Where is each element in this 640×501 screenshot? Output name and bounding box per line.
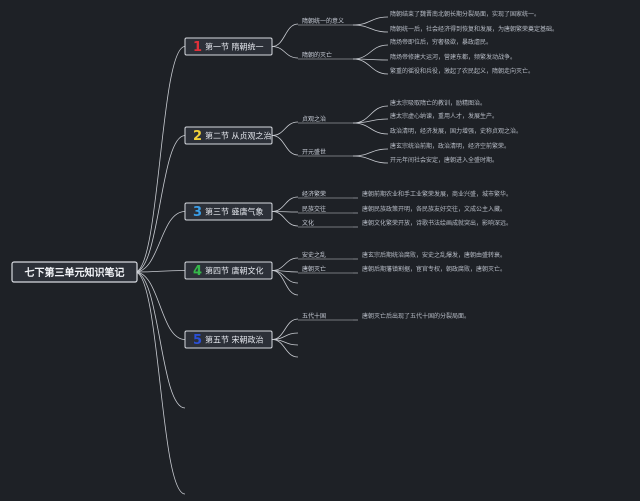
topic-3-branch-1-leaf-1: 唐朝前期农业和手工业繁荣发展，商业兴盛，城市繁华。: [362, 190, 512, 198]
topic-1-branch-2-leaf-3: 繁重的徭役和兵役，激起了农民起义，隋朝走向灭亡。: [390, 67, 534, 75]
topic-1-branch-1-label: 隋朝统一的意义: [302, 17, 344, 25]
topic-3-branch-1-label: 经济繁荣: [302, 190, 326, 198]
topic-1-branch-1-leaf-2: 隋朝统一后，社会经济得到恢复和发展，为唐朝繁荣奠定基础。: [390, 25, 558, 33]
topic-1-branch-1-leaf-connector-2: [352, 24, 389, 33]
topic-3-branch-3-label: 文化: [302, 219, 314, 227]
topic-3-branch-connector-1: [271, 196, 299, 212]
root-connector-3: [134, 211, 186, 273]
topic-2-branch-1-leaf-connector-1: [352, 105, 389, 124]
topic-5-label: 第五节 宋朝政治: [205, 335, 264, 345]
topic-1-branch-2-label: 隋朝的灭亡: [302, 51, 332, 59]
topic-1-branch-2-leaf-connector-3: [352, 58, 389, 75]
topic-3-number: 3: [193, 205, 202, 220]
root-connector-5: [134, 271, 186, 340]
topic-2-branch-1-leaf-3: 政治清明，经济发展，国力增强，史称贞观之治。: [390, 127, 522, 135]
topic-4-branch-2-label: 唐朝灭亡: [302, 265, 326, 273]
root-connector-empty-1: [134, 271, 186, 409]
topic-4-branch-connector-1: [271, 257, 299, 271]
root-node[interactable]: 七下第三单元知识笔记: [11, 261, 138, 283]
root-connector-4: [134, 270, 186, 273]
topic-2-branch-connector-2: [271, 135, 299, 156]
topic-1-branch-2-leaf-2: 隋炀帝修建大运河，营建东都，频繁发动战争。: [390, 53, 516, 61]
topic-2-branch-2-leaf-2: 开元年间社会安定，唐朝进入全盛时期。: [390, 156, 498, 164]
topic-5-number: 5: [193, 333, 202, 348]
topic-4-number: 4: [193, 264, 202, 279]
topic-3-label: 第三节 盛唐气象: [205, 207, 264, 217]
root-label: 七下第三单元知识笔记: [25, 266, 125, 279]
topic-5-branch-connector-1: [271, 318, 299, 340]
topic-4-branch-1-leaf-1: 唐玄宗后期统治腐败，安史之乱爆发，唐朝由盛转衰。: [362, 251, 506, 259]
root-connector-2: [134, 135, 186, 273]
topic-1-label: 第一节 隋朝统一: [205, 42, 264, 52]
topic-1-branch-connector-2: [271, 46, 299, 59]
topic-2-branch-1-leaf-connector-3: [352, 122, 389, 135]
topic-1-branch-connector-1: [271, 23, 299, 47]
topic-2-branch-2-leaf-connector-2: [352, 155, 389, 164]
topic-3-branch-2-leaf-1: 唐朝民族政策开明，各民族友好交往，文成公主入藏。: [362, 205, 506, 213]
topic-2-branch-1-label: 贞观之治: [302, 115, 326, 123]
root-connector-1: [134, 46, 186, 273]
topic-1-branch-2-leaf-1: 隋炀帝即位后，穷奢极欲，暴政虐民。: [390, 38, 492, 46]
topic-2-branch-connector-1: [271, 121, 299, 136]
root-box: [11, 261, 138, 283]
topic-4-label: 第四节 唐朝文化: [205, 266, 264, 276]
topic-3-branch-connector-3: [271, 211, 299, 227]
topic-4-empty-branch-2: [271, 270, 299, 296]
topic-1-branch-1-leaf-1: 隋朝结束了魏晋南北朝长期分裂局面，实现了国家统一。: [390, 10, 540, 18]
topic-4-branch-1-label: 安史之乱: [302, 251, 326, 259]
topic-3-box: [184, 202, 273, 221]
topic-1-branch-2-leaf-connector-1: [352, 44, 389, 60]
root-connector-empty-2: [134, 271, 186, 495]
topic-3-branch-2-label: 民族交往: [302, 205, 326, 213]
topic-1-branch-1-leaf-connector-1: [352, 16, 389, 26]
topic-2-branch-1-leaf-2: 唐太宗虚心纳谏，重用人才，发展生产。: [390, 112, 498, 120]
topic-4-branch-2-leaf-1: 唐朝后期藩镇割据，宦官专权，朝政腐败，唐朝灭亡。: [362, 265, 506, 273]
topic-4-empty-branch-1: [271, 270, 299, 284]
topic-1-box: [184, 37, 273, 56]
topic-5-branch-1-leaf-1: 唐朝灭亡后出现了五代十国的分裂局面。: [362, 312, 470, 320]
topic-1-number: 1: [193, 40, 202, 55]
topic-2-branch-2-label: 开元盛世: [302, 148, 326, 156]
topic-2-branch-2-leaf-1: 唐玄宗统治前期，政治清明，经济空前繁荣。: [390, 142, 510, 150]
topic-2-box: [184, 126, 273, 145]
topic-2-number: 2: [193, 129, 202, 144]
topic-2-branch-2-leaf-connector-1: [352, 148, 389, 157]
topic-3-branch-3-leaf-1: 唐朝文化繁荣开放，诗歌书法绘画成就突出，影响深远。: [362, 219, 512, 227]
topic-4-box: [184, 261, 273, 280]
topic-5-box: [184, 330, 273, 349]
topic-5-empty-branch-3: [271, 339, 299, 358]
topic-2-label: 第二节 从贞观之治: [205, 131, 272, 141]
topic-5-branch-1-label: 五代十国: [302, 312, 326, 320]
topic-2-branch-1-leaf-1: 唐太宗吸取隋亡的教训，励精图治。: [390, 99, 486, 107]
